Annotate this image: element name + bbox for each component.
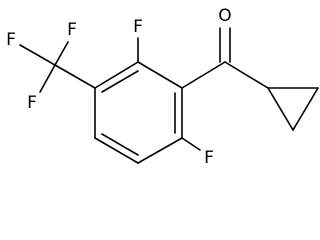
- cyclopropyl-bond-2: [292, 87, 319, 131]
- ring-double-bond-c4-c5: [101, 133, 139, 156]
- bond-ring-to-carbonyl: [181, 61, 226, 89]
- ring-bond-c4-c5: [94, 137, 139, 164]
- ortho-fluorine-top-label: F: [133, 17, 143, 37]
- cf3-fluorine-2-label: F: [67, 20, 77, 40]
- bond-cf3-to-fluorine-1: [19, 44, 56, 66]
- ortho-fluorine-bottom-label: F: [204, 148, 214, 168]
- ring-double-bond-c2-c3: [101, 70, 139, 93]
- bond-cf3-to-fluorine-3: [39, 64, 56, 93]
- bond-carbonyl-to-cyclopropyl: [224, 61, 269, 89]
- bond-ring-to-fluorine-bottom: [181, 137, 201, 151]
- bond-ring-to-cf3-carbon: [54, 64, 96, 89]
- bond-cf3-to-fluorine-2: [54, 41, 69, 66]
- carbonyl-oxygen-label: O: [218, 6, 231, 26]
- ring-bond-c1-c2: [137, 61, 183, 89]
- ring-bond-c5-c6: [137, 137, 183, 164]
- cf3-fluorine-3-label: F: [27, 93, 37, 113]
- cyclopropyl-ring: [267, 87, 319, 131]
- benzene-ring: [94, 61, 183, 164]
- ring-bond-c2-c3: [94, 61, 139, 89]
- cyclopropyl-bond-3: [267, 87, 294, 131]
- cf3-fluorine-1-label: F: [6, 30, 16, 50]
- chemical-structure: O F F F F F: [6, 6, 319, 168]
